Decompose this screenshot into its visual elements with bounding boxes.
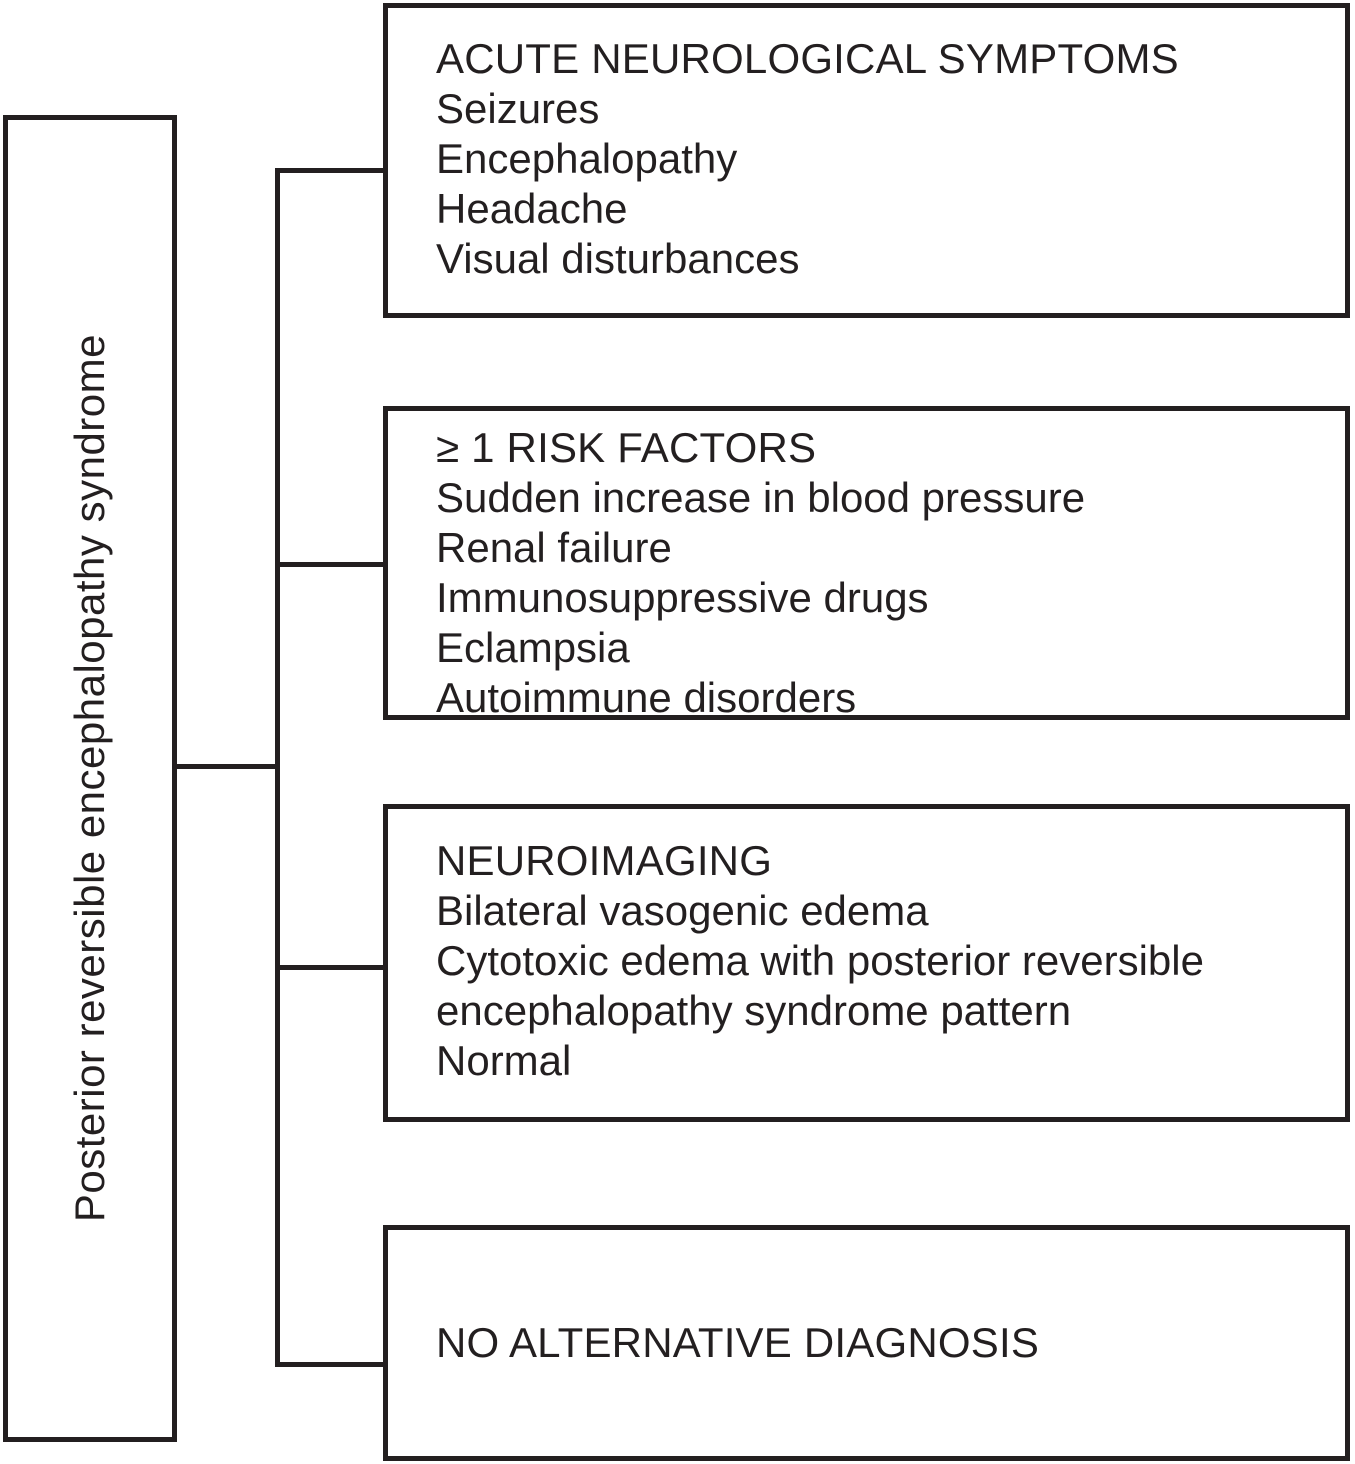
box-item: Bilateral vasogenic edema: [436, 887, 929, 934]
box-acute-neurological-symptoms: ACUTE NEUROLOGICAL SYMPTOMS Seizures Enc…: [383, 3, 1350, 318]
root-box: Posterior reversible encephalopathy synd…: [3, 115, 177, 1442]
box-neuroimaging: NEUROIMAGING Bilateral vasogenic edema C…: [383, 804, 1350, 1122]
root-label: Posterior reversible encephalopathy synd…: [66, 334, 113, 1223]
branch-line-no-alternative-diagnosis: [277, 1362, 388, 1367]
box-risk-factors: ≥ 1 RISK FACTORS Sudden increase in bloo…: [383, 406, 1350, 721]
box-item: Headache: [436, 185, 628, 232]
box-item: Autoimmune disorders: [436, 674, 857, 721]
box-title: NEUROIMAGING: [436, 837, 773, 884]
box-item: Visual disturbances: [436, 235, 800, 282]
box-item: Eclampsia: [436, 624, 630, 671]
branch-line-neuroimaging: [277, 965, 388, 970]
spine-connector-line: [275, 168, 280, 1367]
root-to-spine-connector-line: [170, 764, 278, 769]
box-title: ACUTE NEUROLOGICAL SYMPTOMS: [436, 35, 1179, 82]
branch-line-risk-factors: [277, 562, 388, 567]
box-item: Sudden increase in blood pressure: [436, 474, 1086, 521]
box-item: Normal: [436, 1037, 572, 1084]
box-title: NO ALTERNATIVE DIAGNOSIS: [436, 1319, 1040, 1366]
branch-line-acute-neurological-symptoms: [277, 168, 388, 173]
box-no-alternative-diagnosis: NO ALTERNATIVE DIAGNOSIS: [383, 1225, 1350, 1461]
box-item: Cytotoxic edema with posterior reversibl…: [436, 937, 1204, 1034]
box-title: ≥ 1 RISK FACTORS: [436, 424, 817, 471]
box-item: Encephalopathy: [436, 135, 738, 182]
box-item: Seizures: [436, 85, 600, 132]
box-item: Renal failure: [436, 524, 672, 571]
box-item: Immunosuppressive drugs: [436, 574, 929, 621]
